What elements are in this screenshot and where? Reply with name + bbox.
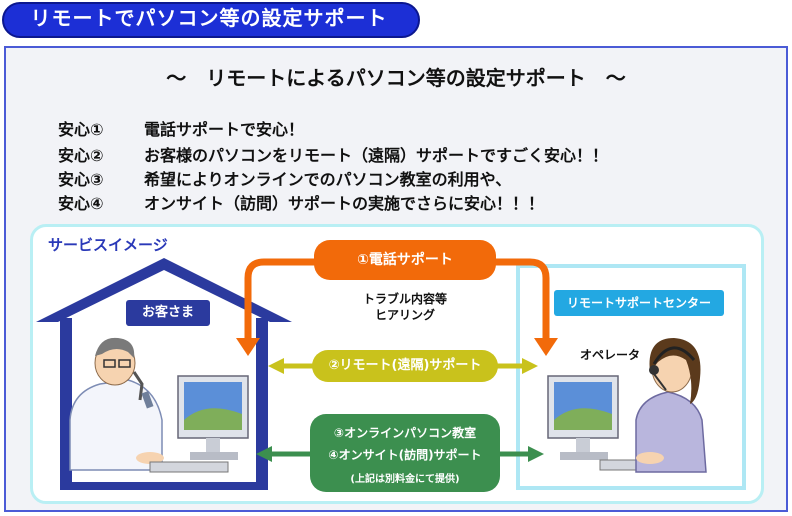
online-onsite-badge <box>310 414 500 492</box>
point-4-text: オンサイト（訪問）サポートの実施でさらに安心！！！ <box>144 194 545 213</box>
phone-support-badge: ①電話サポート <box>314 240 496 280</box>
point-1: 安心① 電話サポートで安心！ <box>58 116 304 140</box>
point-2-number: 安心② <box>58 146 104 165</box>
customer-label: お客さま <box>126 300 210 326</box>
service-image-title: サービスイメージ <box>48 236 168 254</box>
point-3-number: 安心③ <box>58 170 104 189</box>
page-heading: ～ リモートによるパソコン等の設定サポート ～ <box>166 66 626 90</box>
point-1-number: 安心① <box>58 120 104 139</box>
hearing-line-1: トラブル内容等 <box>362 292 447 306</box>
point-4-number: 安心④ <box>58 194 104 213</box>
title-banner <box>2 2 420 38</box>
point-4: 安心④ オンサイト（訪問）サポートの実施でさらに安心！！！ <box>58 190 544 214</box>
remote-support-badge: ②リモート(遠隔)サポート <box>312 350 498 382</box>
title-banner-text: リモートでパソコン等の設定サポート <box>30 6 388 30</box>
point-3: 安心③ 希望によりオンラインでのパソコン教室の利用や、 <box>58 166 511 190</box>
operator-label: オペレータ <box>579 348 640 362</box>
operator-person-icon <box>635 338 707 473</box>
customer-person-icon <box>69 337 164 471</box>
customer-computer-icon <box>149 375 249 473</box>
point-3-text: 希望によりオンラインでのパソコン教室の利用や、 <box>144 170 512 189</box>
separate-fee-note: (上記は別料金にて提供) <box>350 474 460 485</box>
point-2: 安心② お客様のパソコンをリモート（遠隔）サポートですごく安心！！ <box>58 142 608 166</box>
hearing-line-2: ヒアリング <box>374 308 435 322</box>
point-2-text: お客様のパソコンをリモート（遠隔）サポートですごく安心！！ <box>144 146 609 165</box>
online-class-label: ③オンラインパソコン教室 <box>333 426 477 440</box>
onsite-support-label: ④オンサイト(訪問)サポート <box>328 448 482 462</box>
point-1-text: 電話サポートで安心！ <box>144 120 305 139</box>
customer-house <box>36 258 292 490</box>
support-center-label: リモートサポートセンター <box>554 290 724 316</box>
